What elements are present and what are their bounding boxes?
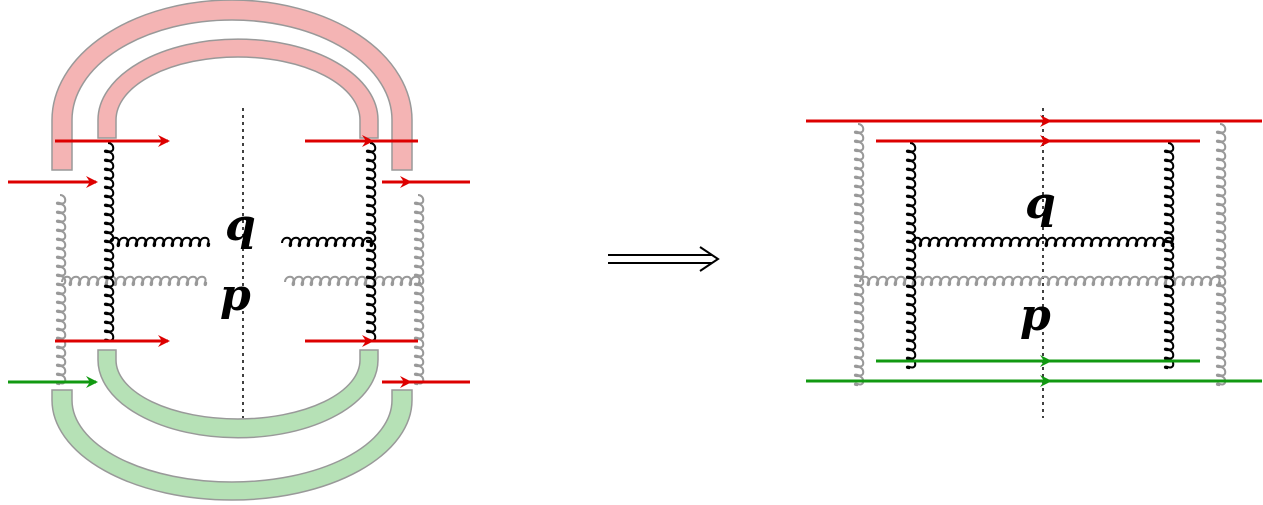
grey-gluon-horizontal-right	[284, 275, 422, 287]
black-gluon-horizontal-left	[109, 236, 211, 248]
black-gluon-left-vertical	[103, 142, 115, 343]
left-diagram: q p	[8, 0, 470, 501]
label-p-right: p	[1020, 290, 1051, 341]
green-band-outer	[51, 389, 413, 501]
black-gluon-right-vertical	[365, 142, 377, 343]
label-p-left: p	[220, 270, 251, 321]
black-gluon-horizontal-r	[911, 236, 1175, 248]
red-band-inner	[97, 38, 379, 139]
grey-gluon-right-outer-r	[1215, 123, 1227, 387]
grey-gluon-horizontal-left	[61, 275, 208, 287]
right-diagram: q p	[806, 108, 1262, 418]
green-band-inner	[97, 349, 379, 439]
grey-gluon-right-outer	[413, 194, 425, 386]
black-gluon-left-vertical-r	[905, 142, 917, 370]
grey-gluon-left-outer-r	[853, 123, 865, 387]
grey-gluon-left-outer	[55, 194, 67, 386]
red-band-outer	[51, 0, 413, 171]
black-gluon-right-vertical-r	[1163, 142, 1175, 370]
label-q-right: q	[1025, 178, 1056, 229]
label-q-left: q	[225, 200, 256, 251]
black-gluon-horizontal-right	[281, 236, 374, 248]
implies-arrow	[608, 246, 720, 272]
